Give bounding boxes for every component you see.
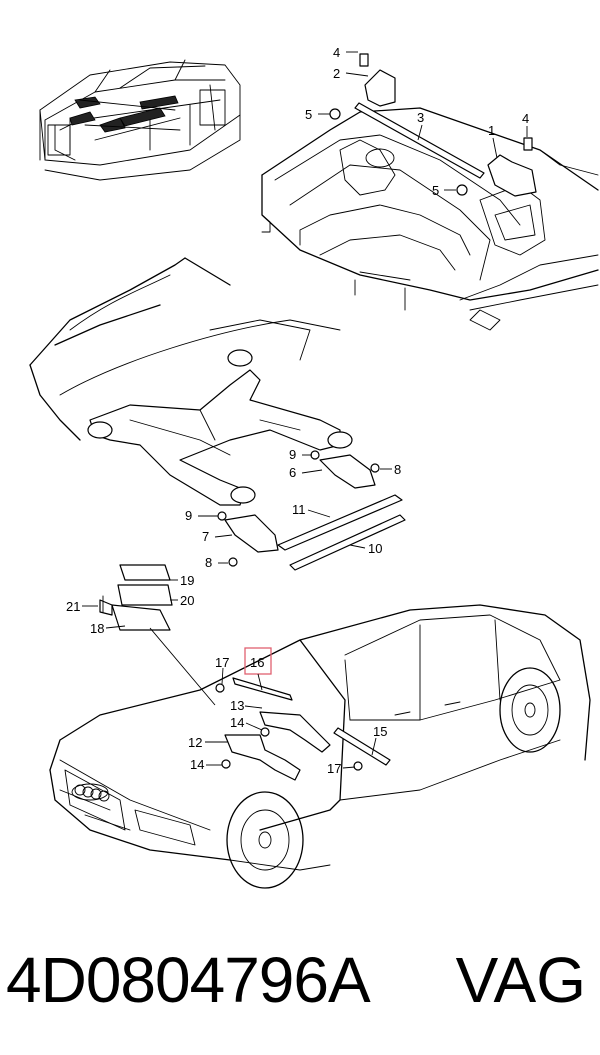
callout-14-upper: 14	[230, 715, 244, 730]
callout-4-top: 4	[333, 45, 340, 60]
callout-8-left: 8	[205, 555, 212, 570]
callout-13: 13	[230, 698, 244, 713]
callout-12: 12	[188, 735, 202, 750]
callout-9-lower: 9	[185, 508, 192, 523]
callout-21: 21	[66, 599, 80, 614]
callout-10: 10	[368, 541, 382, 556]
car-drawing	[49, 604, 591, 889]
callout-7: 7	[202, 529, 209, 544]
callout-8-right: 8	[394, 462, 401, 477]
callout-1: 1	[488, 123, 495, 138]
brand-name: VAG	[455, 944, 586, 1016]
callout-15: 15	[373, 724, 387, 739]
callout-16: 16	[250, 655, 264, 670]
subframe-drawing	[29, 257, 406, 571]
callout-19: 19	[180, 573, 194, 588]
callout-18: 18	[90, 621, 104, 636]
callout-6: 6	[289, 465, 296, 480]
callout-17-upper: 17	[215, 655, 229, 670]
callout-20: 20	[180, 593, 194, 608]
exploded-parts-diagram: 4 2 5 3 1 4 5 9 6 8 11	[29, 45, 599, 889]
engine-bay-drawing	[261, 53, 599, 331]
callout-9-upper: 9	[289, 447, 296, 462]
callout-2: 2	[333, 66, 340, 81]
callout-5-left: 5	[305, 107, 312, 122]
callout-4-right: 4	[522, 111, 529, 126]
part-number: 4D0804796A	[6, 944, 371, 1016]
callout-3: 3	[417, 110, 424, 125]
callout-14-lower: 14	[190, 757, 204, 772]
callout-5-right: 5	[432, 183, 439, 198]
footer: 4D0804796A VAG	[0, 930, 600, 1030]
body-frame-overview	[39, 59, 241, 181]
callout-17-lower: 17	[327, 761, 341, 776]
cover-parts-drawing	[99, 564, 173, 631]
callout-11: 11	[292, 502, 306, 517]
